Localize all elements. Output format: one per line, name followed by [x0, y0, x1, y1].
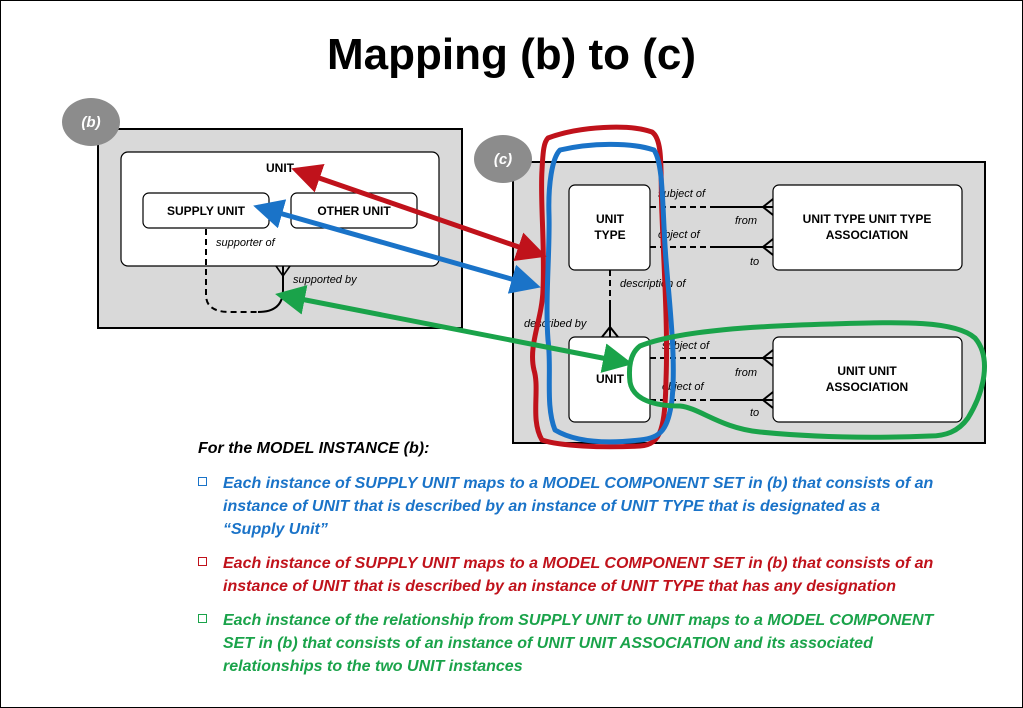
other-unit-label: OTHER UNIT [317, 204, 391, 218]
note-text-blue: Each instance of SUPPLY UNIT maps to a M… [223, 475, 934, 538]
supporter-of-label: supporter of [216, 237, 276, 249]
green-outline [627, 320, 987, 440]
note-bullet-blue: Each instance of SUPPLY UNIT maps to a M… [198, 472, 938, 541]
bullet-square-icon [198, 614, 207, 623]
to-label-1: to [750, 256, 759, 268]
note-text-green: Each instance of the relationship from S… [223, 612, 934, 675]
notes-section: For the MODEL INSTANCE (b): Each instanc… [198, 440, 938, 689]
note-text-red: Each instance of SUPPLY UNIT maps to a M… [223, 555, 934, 595]
ut-association-label-1: UNIT TYPE UNIT TYPE [803, 212, 932, 226]
recursive-relationship-dashed [205, 229, 258, 313]
from-label-1: from [735, 215, 757, 227]
described-by-label: described by [524, 318, 588, 330]
bullet-square-icon [198, 477, 207, 486]
unit-type-label-2: TYPE [594, 228, 625, 242]
supported-by-label: supported by [293, 274, 358, 286]
unit-label-b: UNIT [266, 161, 295, 175]
notes-heading: For the MODEL INSTANCE (b): [198, 440, 430, 457]
to-label-2: to [750, 407, 759, 419]
badge-c: (c) [474, 135, 532, 183]
subject-of-label-2: subject of [662, 340, 710, 352]
uu-association-box [772, 336, 963, 423]
subject-of-label-1: subject of [658, 188, 706, 200]
uu-association-label-2: ASSOCIATION [826, 380, 908, 394]
supply-unit-label: SUPPLY UNIT [167, 204, 246, 218]
description-of-label: description of [620, 278, 686, 290]
blue-mapping-arrow [253, 199, 541, 294]
slide-title: Mapping (b) to (c) [326, 30, 696, 79]
unit-label-c: UNIT [596, 372, 625, 386]
from-label-2: from [735, 367, 757, 379]
object-of-label-1: object of [658, 229, 701, 241]
uu-association-label-1: UNIT UNIT [837, 364, 897, 378]
blue-outline [544, 141, 676, 445]
bullet-square-icon [198, 557, 207, 566]
green-mapping-arrow [275, 285, 633, 373]
unit-type-label-1: UNIT [596, 212, 625, 226]
ut-association-label-2: ASSOCIATION [826, 228, 908, 242]
badge-b: (b) [62, 98, 120, 146]
note-bullet-green: Each instance of the relationship from S… [198, 609, 938, 678]
note-bullet-red: Each instance of SUPPLY UNIT maps to a M… [198, 552, 938, 598]
ut-association-box [772, 184, 963, 271]
